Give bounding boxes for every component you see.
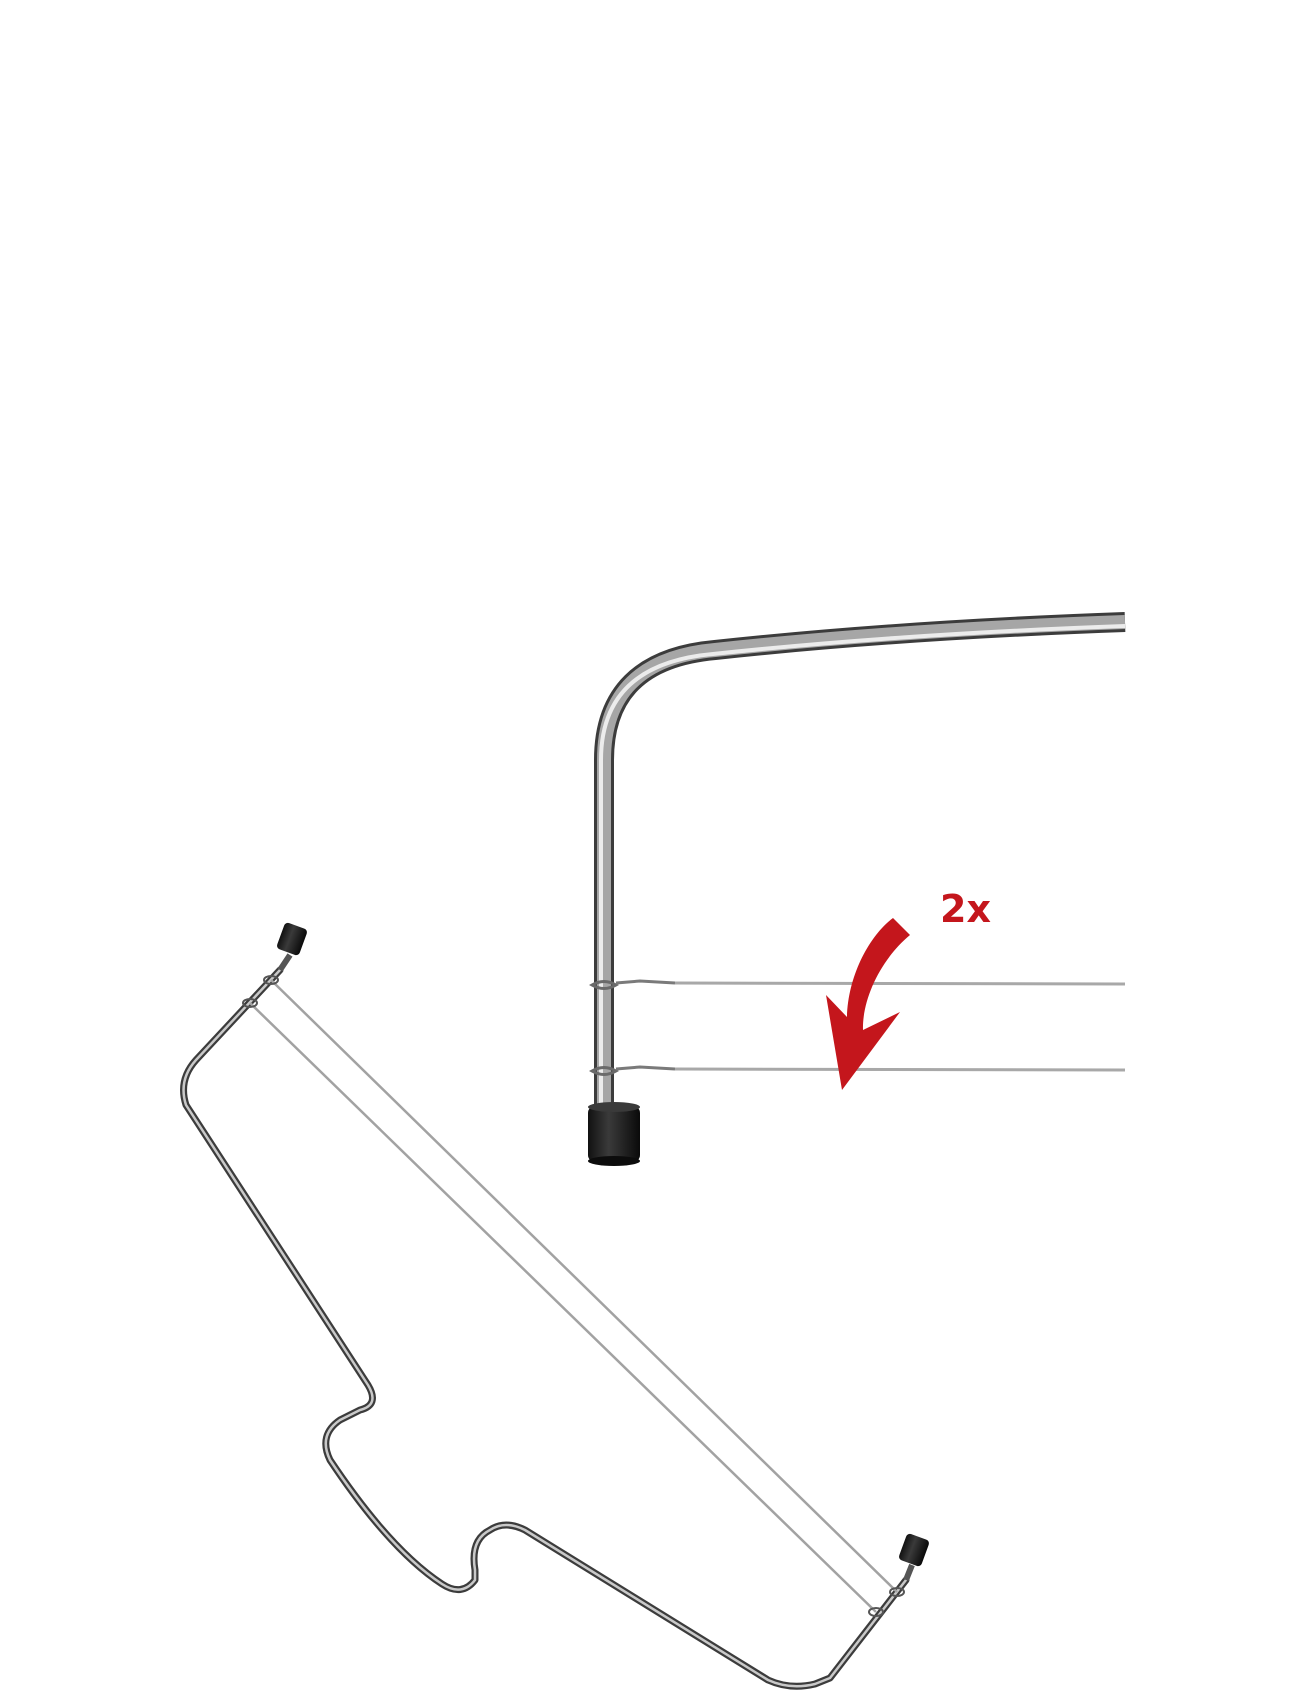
- closeup-corner: [588, 612, 1126, 1166]
- closeup-foot-cap: [588, 1102, 640, 1166]
- callout: 2x: [826, 887, 991, 1090]
- full-leveler-wire-upper: [270, 979, 898, 1593]
- full-leveler-bottom-cap: [899, 1533, 929, 1582]
- closeup-wire-lower: [589, 1065, 1126, 1076]
- full-leveler-top-cap: [277, 922, 307, 972]
- curved-arrow-down-left-icon: [826, 918, 910, 1090]
- closeup-wire-upper: [589, 979, 1126, 990]
- callout-label: 2x: [940, 887, 991, 931]
- full-leveler: [180, 922, 929, 1690]
- full-leveler-wire-lower: [249, 1002, 877, 1613]
- full-leveler-frame: [180, 966, 910, 1690]
